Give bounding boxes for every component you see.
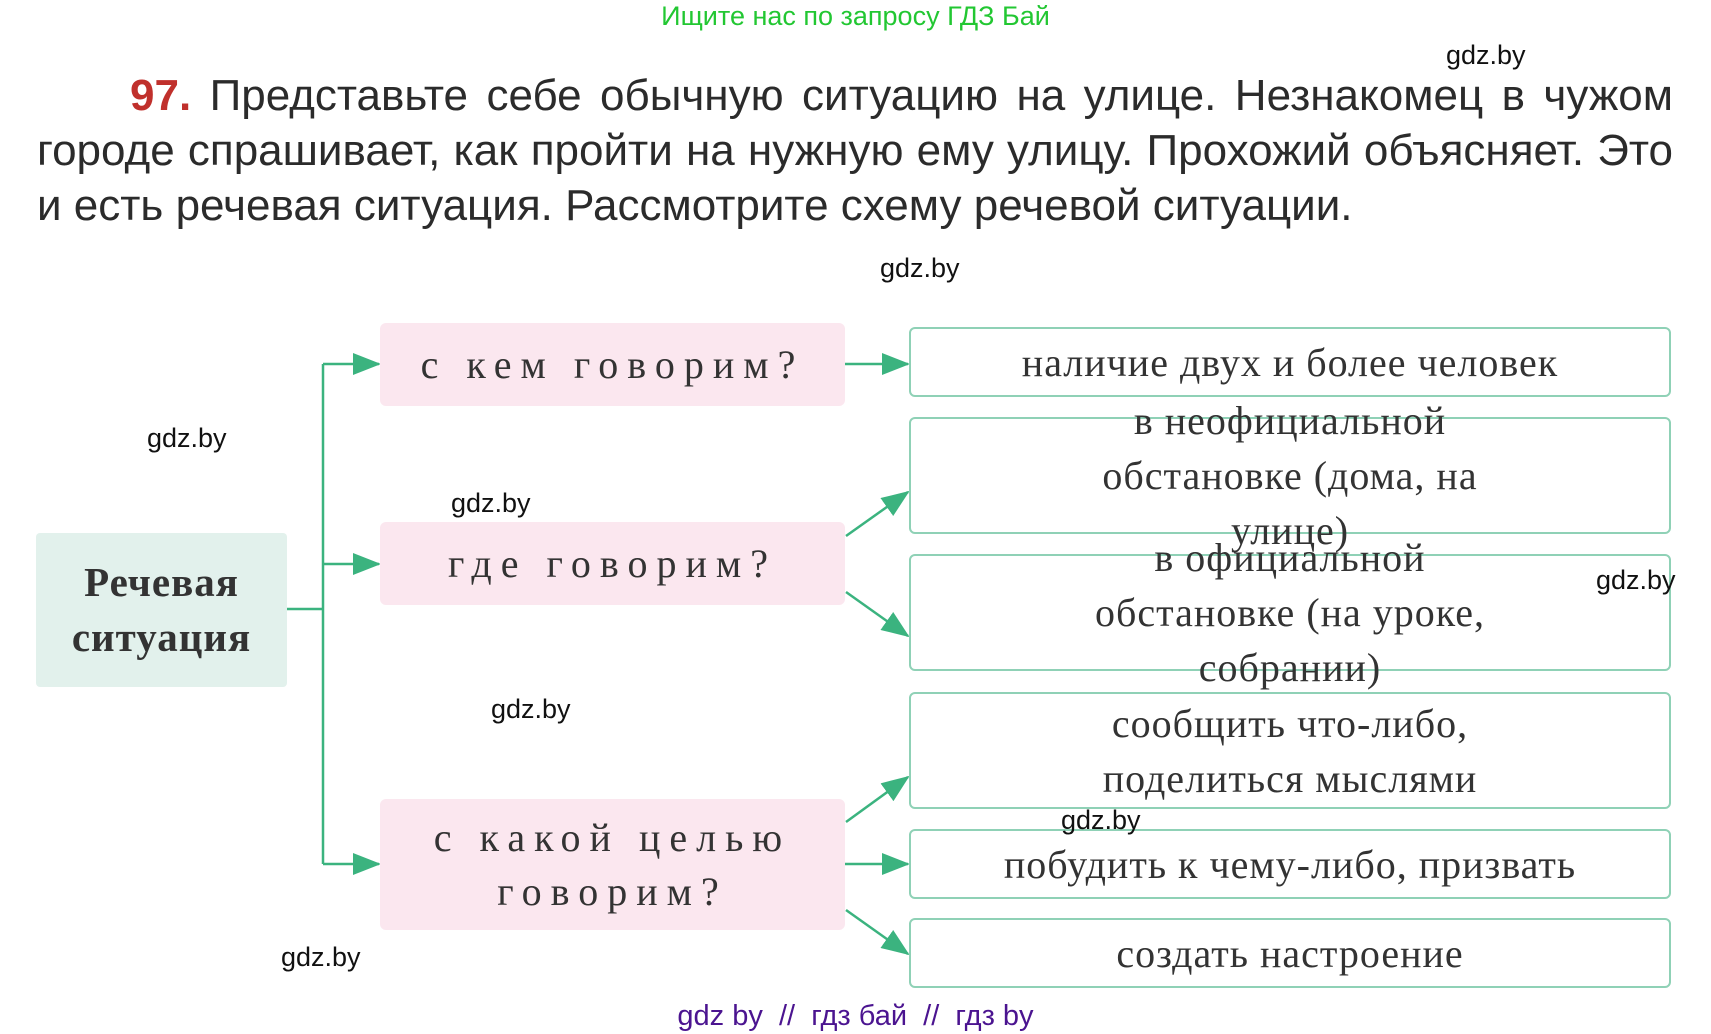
watermark: gdz.by: [1596, 565, 1676, 595]
question-where: где говорим?: [380, 522, 845, 605]
watermark: gdz.by: [491, 694, 571, 724]
exercise-number: 97.: [130, 71, 192, 120]
root-node-speech-situation: Речевая ситуация: [36, 533, 287, 687]
watermark: gdz.by: [281, 942, 361, 972]
watermark: gdz.by: [451, 488, 531, 518]
answer-two-or-more-people: наличие двух и более человек: [909, 327, 1671, 397]
watermark: gdz.by: [1446, 40, 1526, 70]
watermark: gdz.by: [1061, 805, 1141, 835]
search-banner: Ищите нас по запросу ГДЗ Бай: [661, 1, 1050, 31]
answer-inform: сообщить что-либо, поделиться мыслями: [909, 692, 1671, 809]
answer-urge: побудить к чему-либо, призвать: [909, 829, 1671, 899]
exercise-body: Представьте себе обычную ситуацию на ули…: [37, 71, 1673, 230]
answer-create-mood: создать настроение: [909, 918, 1671, 988]
watermark: gdz.by: [147, 423, 227, 453]
question-who: с кем говорим?: [380, 323, 845, 406]
exercise-text: 97. Представьте себе обычную ситуацию на…: [37, 68, 1673, 233]
watermark: gdz.by: [880, 253, 960, 283]
question-purpose: с какой целью говорим?: [380, 799, 845, 930]
answer-informal-setting: в неофициальной обстановке (дома, на ули…: [909, 398, 1671, 553]
footer-watermark: gdz by // гдз бай // гдз by: [677, 1000, 1034, 1032]
answer-formal-setting: в официальной обстановке (на уроке, собр…: [909, 535, 1671, 690]
